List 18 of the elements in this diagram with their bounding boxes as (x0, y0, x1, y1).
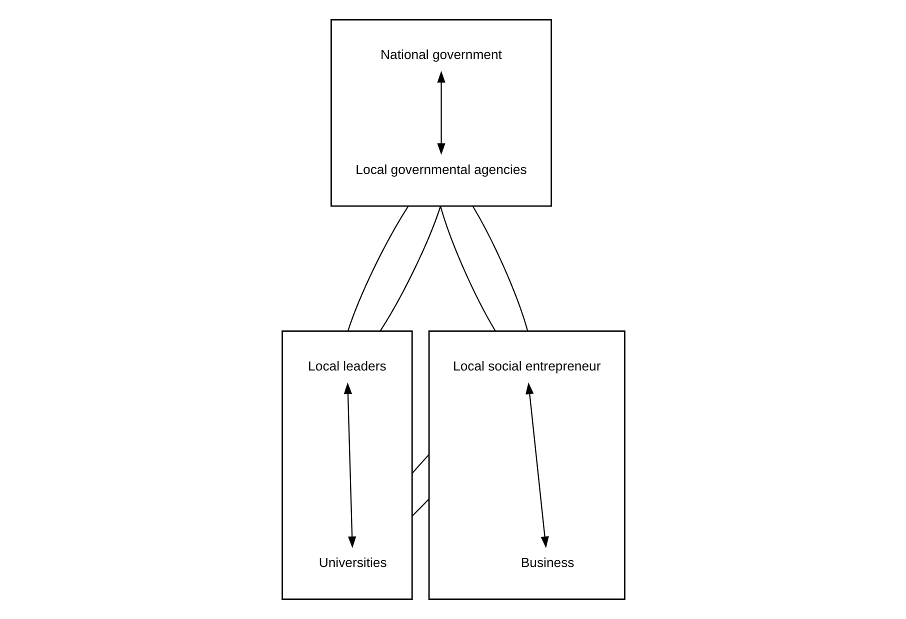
connector (411, 454, 429, 474)
connector (411, 498, 429, 516)
cluster (330, 19, 552, 207)
node-text: Local governmental agencies (355, 162, 526, 177)
node-text: Local leaders (308, 358, 386, 374)
connector (472, 206, 528, 332)
connector (346, 206, 408, 332)
arrow (436, 70, 445, 155)
arrow (343, 382, 356, 548)
cluster (281, 330, 412, 600)
connector (379, 206, 441, 332)
cluster (428, 330, 625, 600)
node-text: Business (520, 554, 574, 570)
connector (439, 206, 496, 332)
node-text: National government (380, 46, 502, 62)
arrow (525, 382, 548, 548)
node-text: Universities (318, 554, 386, 570)
node-text: Local social entrepreneur (452, 358, 600, 374)
